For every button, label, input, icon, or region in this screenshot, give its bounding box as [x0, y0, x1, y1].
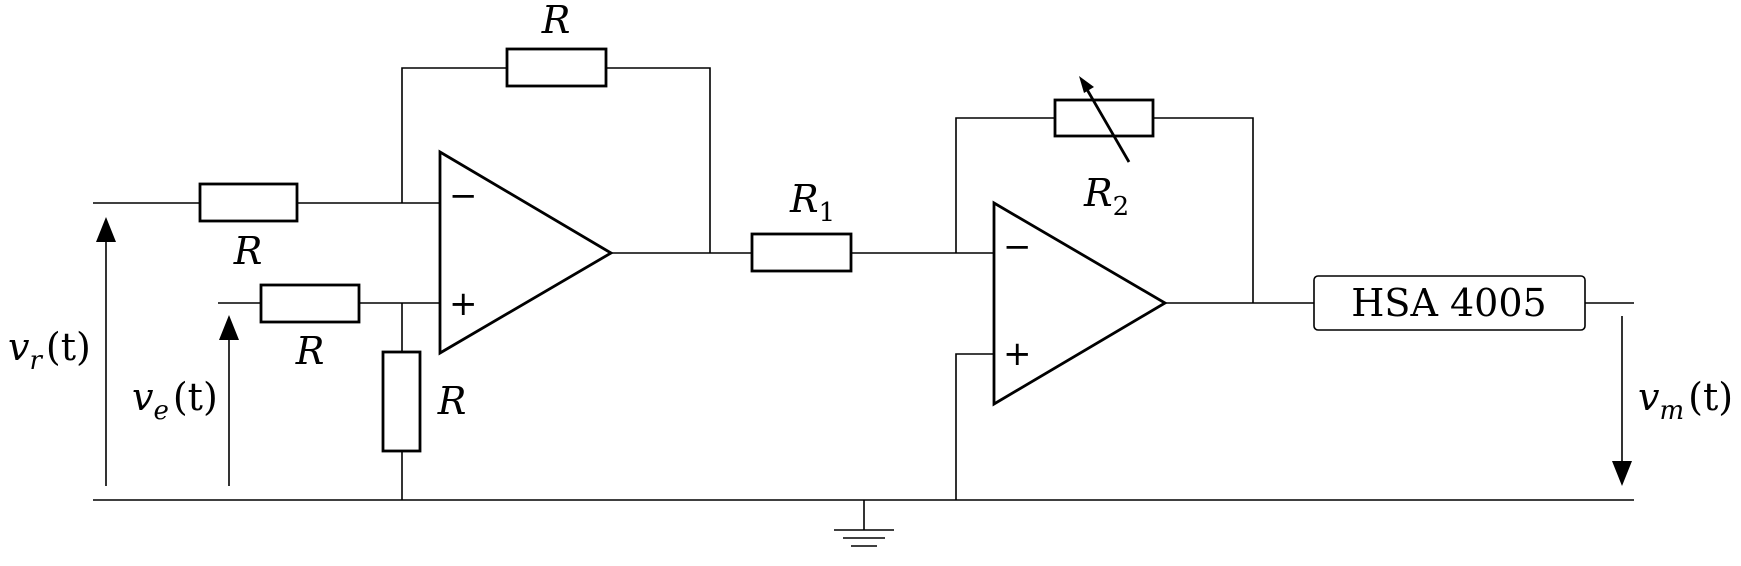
resistor-ground — [381, 350, 422, 453]
opamp-1: − + — [438, 149, 614, 356]
label-r-input-plus: R — [295, 329, 325, 373]
opamp-2-plus-sign: + — [1003, 334, 1032, 374]
resistor-input-minus — [198, 182, 299, 223]
label-vr: vr(t) — [8, 325, 91, 376]
resistor-feedback-1 — [505, 47, 608, 88]
vm-arrow-icon — [1612, 461, 1632, 486]
label-r-input-minus: R — [233, 229, 263, 273]
opamp-2: − + — [992, 200, 1168, 407]
label-r-ground: R — [437, 379, 467, 423]
wires — [93, 67, 1634, 547]
label-r-feedback: R — [541, 0, 571, 42]
resistor-input-plus — [259, 283, 361, 324]
label-vm: vm(t) — [1638, 375, 1733, 426]
opamp-2-minus-sign: − — [1003, 227, 1032, 267]
opamp-1-plus-sign: + — [449, 284, 478, 324]
component-labels: R R R R R1 R2 vr(t) ve(t) vm(t) — [8, 0, 1733, 426]
hsa-block: HSA 4005 — [1313, 275, 1586, 331]
voltage-arrows — [96, 217, 1632, 486]
opamp-1-minus-sign: − — [449, 176, 478, 216]
label-r2: R2 — [1083, 171, 1129, 222]
label-ve: ve(t) — [132, 375, 218, 426]
label-r1: R1 — [789, 177, 835, 228]
variable-arrow-icon — [1079, 76, 1131, 163]
resistor-r1 — [750, 232, 853, 273]
resistors — [198, 47, 1155, 453]
hsa-block-label: HSA 4005 — [1351, 281, 1546, 325]
ve-arrow-icon — [219, 315, 239, 340]
vr-arrow-icon — [96, 217, 116, 242]
